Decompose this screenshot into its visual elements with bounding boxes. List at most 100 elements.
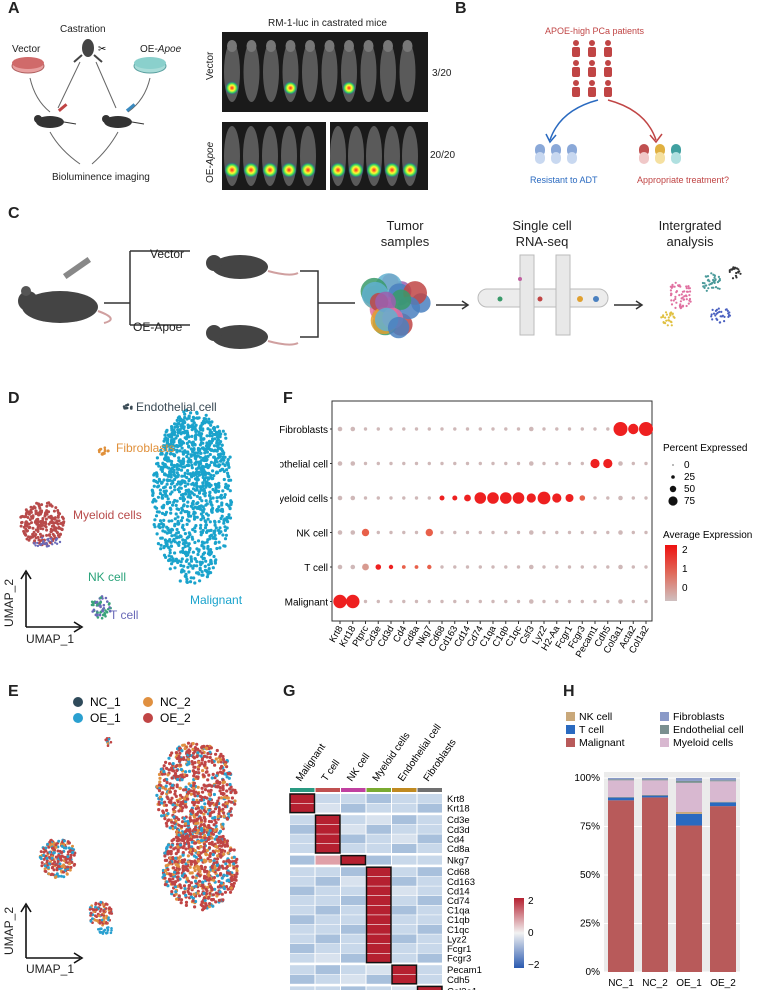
column-label: NK cell — [345, 751, 372, 783]
dot — [402, 530, 406, 535]
legend-expr-tick: 1 — [682, 564, 688, 575]
dot — [453, 427, 457, 431]
heat-cell — [341, 944, 366, 953]
bar-segment — [676, 813, 702, 826]
x-tick: NC_1 — [608, 978, 634, 989]
dot — [362, 563, 369, 571]
dot — [389, 461, 393, 466]
heat-cell — [315, 815, 340, 825]
dot — [606, 599, 610, 604]
heat-cell — [290, 974, 315, 984]
resistant-label: Resistant to ADT — [530, 175, 598, 185]
panel-b-schematic — [535, 40, 681, 164]
dot — [526, 493, 536, 503]
dot — [452, 495, 458, 501]
heat-cell — [315, 844, 340, 853]
heat-cell — [392, 844, 417, 853]
dot — [618, 461, 623, 466]
gene-label: Cd8a — [447, 844, 470, 855]
image-title: RM-1-luc in castrated mice — [268, 18, 387, 29]
legend-label: Malignant — [579, 737, 625, 749]
x-tick: OE_2 — [710, 978, 736, 989]
legend-marker — [73, 713, 83, 723]
heat-cell — [315, 934, 340, 944]
panel-label-g: G — [283, 683, 296, 700]
bar-segment — [710, 781, 736, 802]
heat-cell — [341, 824, 366, 834]
legend-dot — [671, 475, 675, 479]
dot — [376, 496, 380, 500]
heat-cell — [366, 855, 391, 865]
legend-label: OE_1 — [90, 711, 121, 725]
row-label: Endothelial cell — [280, 460, 328, 471]
cluster-label-myeloid: Myeloid cells — [73, 508, 142, 522]
row-label: Myeloid cells — [280, 494, 328, 505]
umap1-label: UMAP_1 — [26, 962, 75, 976]
heat-cell — [392, 815, 417, 825]
dot — [474, 492, 487, 504]
dot — [453, 530, 457, 535]
row-label: Fibroblasts — [280, 425, 328, 436]
dot — [350, 564, 356, 570]
row1-ratio: 3/20 — [432, 68, 452, 79]
heat-cell — [392, 915, 417, 925]
umap1-label: UMAP_1 — [26, 632, 75, 646]
heat-cell — [366, 924, 391, 934]
dot — [427, 427, 431, 431]
heat-cell — [290, 986, 315, 990]
gene-label: C1qa — [447, 906, 470, 917]
legend-label: NC_2 — [160, 695, 191, 709]
dot — [350, 426, 356, 432]
dot — [516, 599, 521, 604]
dot — [465, 427, 470, 431]
dot — [440, 427, 444, 431]
heat-cell — [417, 974, 442, 984]
heat-cell — [392, 794, 417, 803]
panel-label-h: H — [563, 683, 575, 700]
umap2-label: UMAP_2 — [2, 578, 16, 627]
dot — [606, 530, 610, 535]
heat-cell — [290, 824, 315, 834]
heat-cell — [315, 794, 340, 803]
heat-cell — [366, 867, 391, 877]
dot — [500, 492, 512, 504]
dot — [552, 493, 562, 503]
heat-cell — [392, 886, 417, 896]
dot — [427, 496, 431, 500]
dot — [593, 427, 597, 431]
dot — [491, 599, 495, 604]
dot — [555, 530, 559, 535]
vector-mouse-icon — [206, 255, 299, 279]
heat-cell — [341, 934, 366, 944]
oe-mouse-icon — [102, 103, 145, 128]
legend-label: Myeloid cells — [673, 737, 733, 749]
dot — [376, 599, 380, 604]
legend-label: Endothelial cell — [673, 724, 744, 736]
highlight-box — [314, 814, 341, 854]
dot — [542, 427, 546, 431]
dot — [644, 599, 648, 604]
bar-segment — [710, 780, 736, 782]
heat-cell — [392, 974, 417, 984]
panel-c-schematic — [18, 250, 742, 349]
y-tick: 0% — [586, 967, 601, 978]
bar-segment — [642, 797, 668, 972]
heat-cell — [417, 965, 442, 975]
dot — [333, 594, 347, 609]
syringe-icon — [62, 256, 92, 280]
heat-cell — [341, 896, 366, 905]
gene-label: Cd14 — [447, 886, 470, 897]
legend-marker — [73, 697, 83, 707]
heat-cell — [417, 944, 442, 953]
heat-cell — [315, 876, 340, 886]
heat-cell — [366, 815, 391, 825]
heat-cell — [341, 905, 366, 915]
panel-label-d: D — [8, 390, 20, 407]
legend-swatch — [660, 712, 669, 721]
gene-label: Cdh5 — [447, 975, 470, 986]
heat-cell — [341, 974, 366, 984]
legend-pct-value: 25 — [684, 472, 696, 483]
panel-label-e: E — [8, 683, 19, 700]
